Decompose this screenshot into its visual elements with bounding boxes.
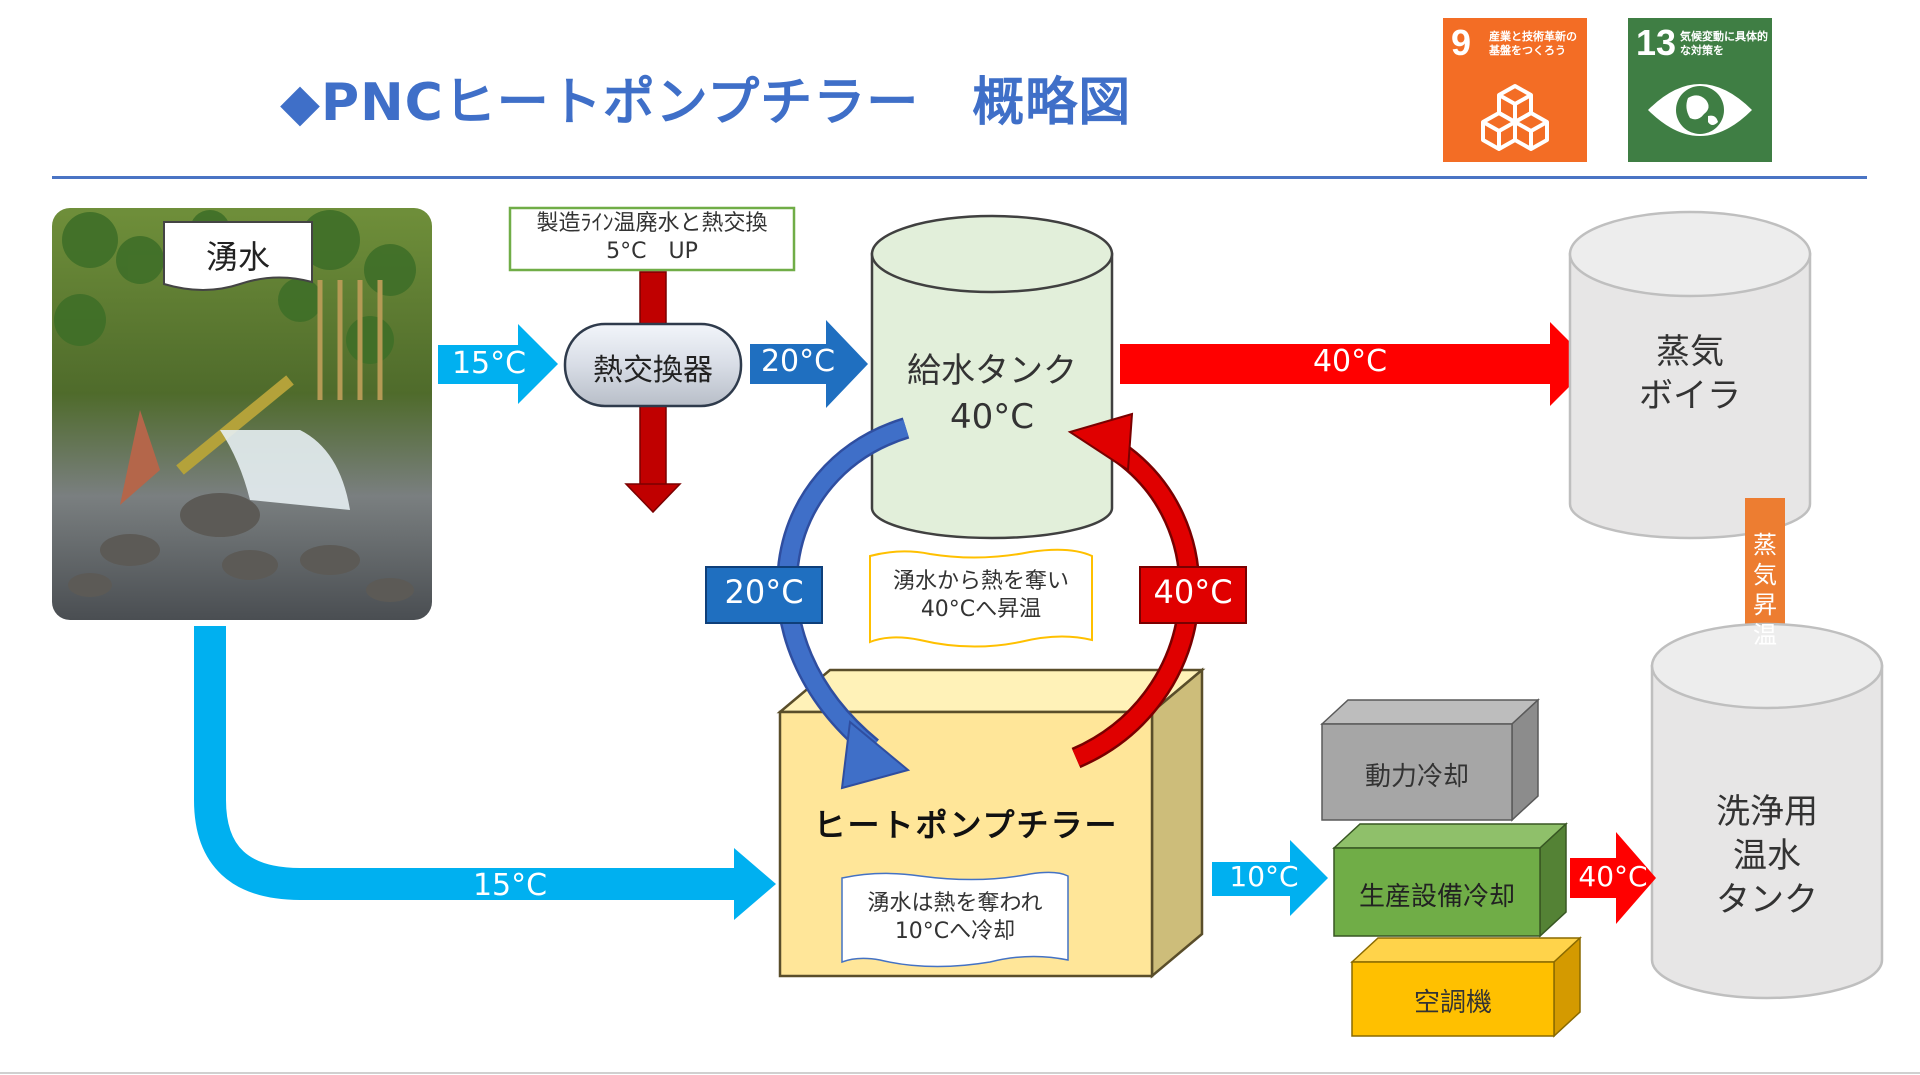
production-cooling-box bbox=[1332, 822, 1568, 938]
loop-40-box bbox=[1139, 566, 1247, 624]
temp-20-out: 20°C bbox=[760, 344, 836, 379]
hp-note: 湧水から熱を奪い 40°Cへ昇温 bbox=[870, 568, 1092, 624]
feed-tank-line2: 40°C bbox=[949, 397, 1034, 437]
heat-exchanger-shape bbox=[563, 322, 743, 408]
boiler-shape bbox=[1568, 210, 1812, 540]
boiler-line2: ボイラ bbox=[1639, 376, 1741, 416]
arrow-15-in bbox=[438, 324, 558, 404]
wash-tank-line1: 洗浄用 bbox=[1716, 792, 1818, 832]
wash-tank-line2: 温水 bbox=[1733, 836, 1801, 876]
hp-note-line2: 40°Cへ昇温 bbox=[920, 597, 1042, 622]
heat-exchanger-label: 熱交換器 bbox=[593, 353, 713, 388]
sdg-text: 気候変動に具体的な対策を bbox=[1680, 30, 1768, 57]
temp-10: 10°C bbox=[1229, 860, 1299, 893]
boiler-label: 蒸気 ボイラ bbox=[1570, 330, 1810, 418]
sdg-number: 13 bbox=[1636, 22, 1677, 63]
wash-tank-shape bbox=[1650, 622, 1884, 1000]
boiler-line1: 蒸気 bbox=[1656, 332, 1724, 372]
air-conditioner-box bbox=[1350, 936, 1582, 1038]
steam-raise-arrow bbox=[1724, 498, 1806, 694]
feed-tank-label: 給水タンク 40°C bbox=[872, 348, 1112, 440]
sdg-number: 9 bbox=[1451, 22, 1472, 63]
hp-note-box bbox=[869, 548, 1093, 648]
temp-20-loop: 20°C bbox=[724, 573, 804, 611]
wash-tank-label: 洗浄用 温水 タンク bbox=[1652, 790, 1882, 922]
hp-note-line1: 湧水から熱を奪い bbox=[892, 569, 1069, 594]
temp-15-in: 15°C bbox=[451, 346, 527, 381]
red-loop-arrowhead bbox=[1067, 412, 1134, 472]
air-conditioner-label: 空調機 bbox=[1413, 988, 1492, 1018]
loop-20-box bbox=[705, 566, 823, 624]
spring-water-photo bbox=[52, 208, 432, 620]
page-title: ◆PNCヒートポンプチラー 概略図 bbox=[280, 73, 1132, 133]
feed-tank-line1: 給水タンク bbox=[907, 351, 1077, 391]
exchange-note-box bbox=[508, 206, 796, 272]
cool-note-line2: 10°Cへ冷却 bbox=[894, 919, 1016, 944]
temp-40-boiler: 40°C bbox=[1312, 344, 1388, 379]
power-cooling-label: 動力冷却 bbox=[1364, 762, 1469, 792]
heat-pump-label: ヒートポンプチラー bbox=[813, 806, 1119, 844]
temp-15-bottom: 15°C bbox=[472, 868, 548, 903]
steam-raise-label: 蒸気昇温 bbox=[1753, 531, 1777, 649]
sdg-text: 産業と技術革新の基盤をつくろう bbox=[1489, 30, 1577, 57]
temp-40-wash: 40°C bbox=[1578, 860, 1648, 893]
arrow-40-boiler bbox=[1120, 322, 1592, 406]
arrow-20-out bbox=[750, 320, 868, 408]
arrow-15-bottom-head bbox=[734, 848, 776, 920]
production-cooling-label: 生産設備冷却 bbox=[1358, 882, 1515, 912]
earth-eye-icon bbox=[1648, 84, 1752, 136]
cool-note-line1: 湧水は熱を奪われ bbox=[867, 891, 1043, 916]
arrow-10 bbox=[1212, 840, 1328, 916]
power-cooling-box bbox=[1320, 698, 1540, 822]
exchange-note-line2: 5°C UP bbox=[606, 239, 698, 264]
feed-tank-shape bbox=[870, 214, 1114, 540]
title-divider bbox=[52, 176, 1867, 179]
wash-tank-line3: タンク bbox=[1716, 880, 1818, 920]
cool-note: 湧水は熱を奪われ 10°Cへ冷却 bbox=[842, 890, 1068, 946]
temp-40-loop: 40°C bbox=[1153, 573, 1233, 611]
blue-loop-arrowhead bbox=[840, 720, 911, 790]
cubes-icon bbox=[1481, 84, 1549, 151]
cool-note-box bbox=[841, 871, 1069, 968]
sdg-badge-9: 9 産業と技術革新の基盤をつくろう bbox=[1443, 18, 1587, 162]
spring-water-label: 湧水 bbox=[205, 238, 270, 276]
exchange-note: 製造ﾗｲﾝ温廃水と熱交換 5°C UP bbox=[510, 210, 794, 266]
exchange-note-line1: 製造ﾗｲﾝ温廃水と熱交換 bbox=[536, 211, 768, 236]
arrow-40-wash bbox=[1570, 832, 1656, 924]
sdg-badge-13: 13 気候変動に具体的な対策を bbox=[1628, 18, 1772, 162]
